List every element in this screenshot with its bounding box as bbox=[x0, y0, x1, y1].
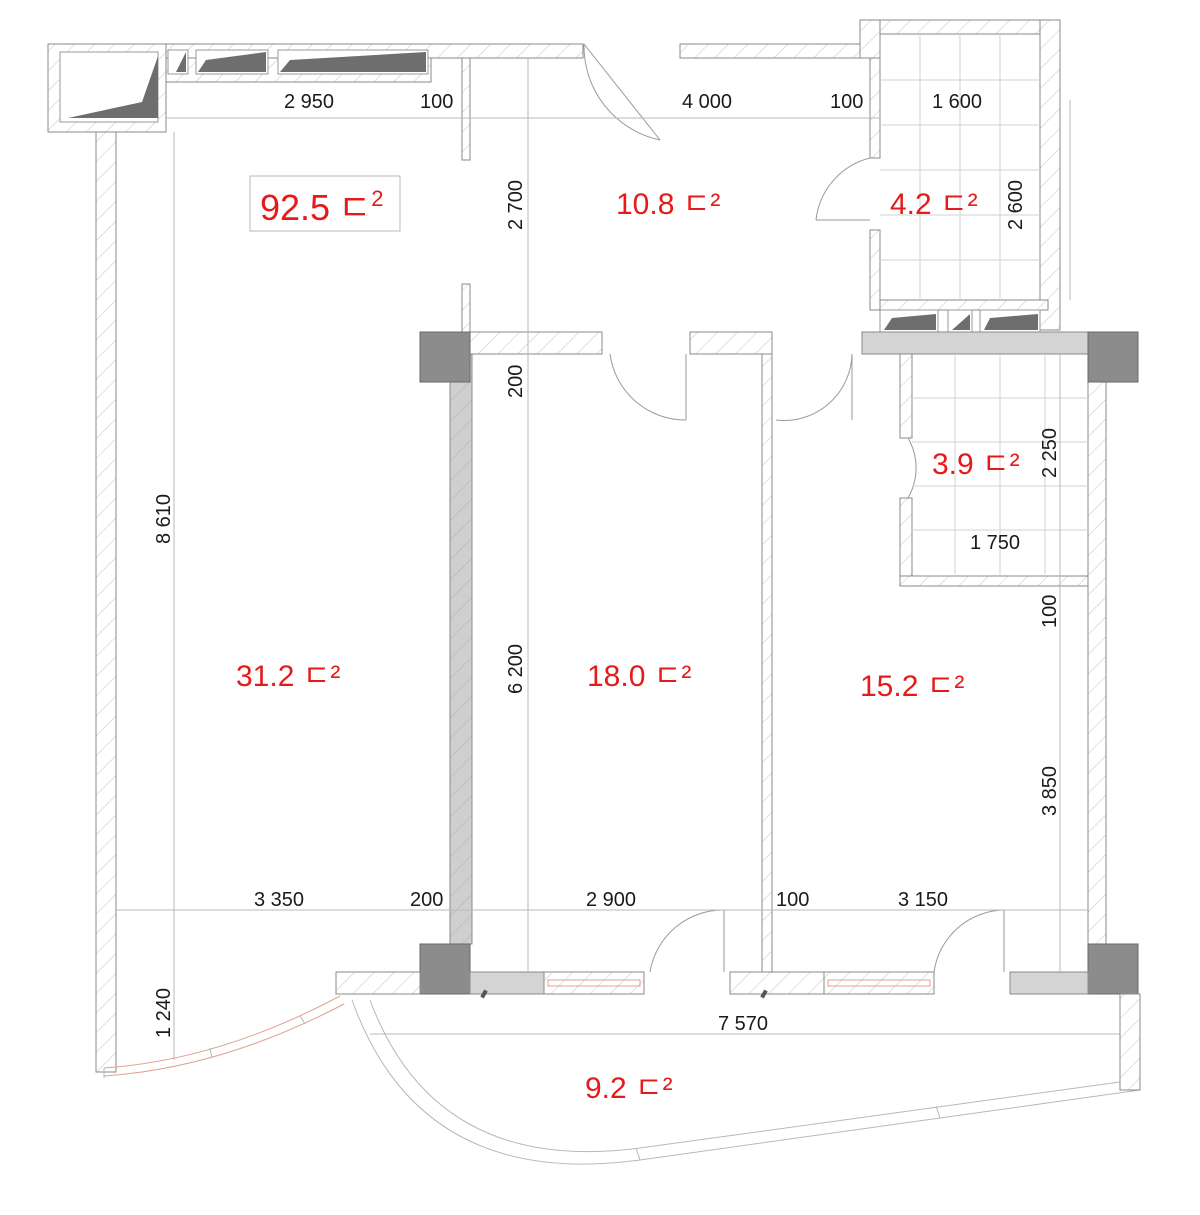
dim-balcony-depth: 1 240 bbox=[153, 988, 175, 1038]
dim-top-2: 4 000 bbox=[682, 91, 732, 113]
room-area-balcony: 9.2 ㄷ² bbox=[585, 1072, 673, 1105]
dim-wall-200: 200 bbox=[505, 365, 527, 398]
dim-hall-height: 2 700 bbox=[505, 180, 527, 230]
facade bbox=[335, 971, 1089, 999]
dim-bottom-4: 3 150 bbox=[898, 889, 948, 911]
outer-walls bbox=[47, 19, 1107, 1073]
dimension-lines bbox=[116, 58, 1088, 1060]
bathroom-tiles bbox=[880, 34, 1040, 300]
partitions bbox=[449, 57, 1089, 973]
dim-wc-height: 2 250 bbox=[1039, 428, 1061, 478]
dim-right-100: 100 bbox=[1039, 595, 1061, 628]
dim-bedroom-height: 6 200 bbox=[505, 644, 527, 694]
room-area-hall: 10.8 ㄷ² bbox=[616, 188, 720, 221]
wc-tiles bbox=[912, 354, 1088, 576]
dim-top-0: 2 950 bbox=[284, 91, 334, 113]
dim-left-height: 8 610 bbox=[153, 494, 175, 544]
balcony bbox=[103, 993, 1141, 1165]
room-area-bedroom-2: 15.2 ㄷ² bbox=[860, 670, 964, 703]
dim-bottom-2: 2 900 bbox=[586, 889, 636, 911]
dim-bottom-0: 3 350 bbox=[254, 889, 304, 911]
dim-wc-width: 1 750 bbox=[970, 532, 1020, 554]
total-area-box bbox=[249, 175, 401, 232]
dim-balcony-width: 7 570 bbox=[718, 1013, 768, 1035]
room-area-living: 31.2 ㄷ² bbox=[236, 660, 340, 693]
room-area-bathroom: 4.2 ㄷ² bbox=[890, 188, 978, 221]
dim-top-3: 100 bbox=[830, 91, 863, 113]
dim-top-4: 1 600 bbox=[932, 91, 982, 113]
doors bbox=[583, 43, 1005, 973]
dim-bottom-3: 100 bbox=[776, 889, 809, 911]
columns bbox=[419, 331, 1139, 995]
dim-right-height: 3 850 bbox=[1039, 766, 1061, 816]
dim-bottom-1: 200 bbox=[410, 889, 443, 911]
room-area-bedroom-1: 18.0 ㄷ² bbox=[587, 660, 691, 693]
room-area-wc: 3.9 ㄷ² bbox=[932, 448, 1020, 481]
dim-bath-height: 2 600 bbox=[1005, 180, 1027, 230]
dim-top-1: 100 bbox=[420, 91, 453, 113]
